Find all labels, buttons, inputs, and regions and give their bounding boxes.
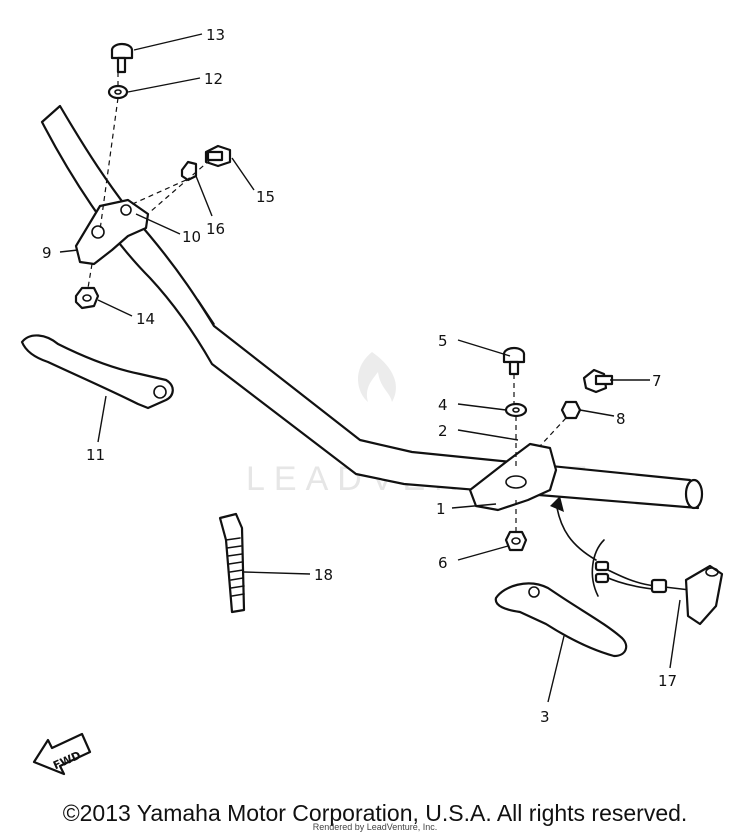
callout-11: 11: [86, 446, 105, 464]
callout-5: 5: [438, 332, 448, 350]
washer-12: [107, 84, 129, 100]
bolt-5: [502, 346, 526, 376]
callout-8: 8: [616, 410, 626, 428]
cable-band: [218, 512, 246, 614]
callout-18: 18: [314, 566, 333, 584]
bolt-15: [204, 144, 232, 168]
callout-3: 3: [540, 708, 550, 726]
nut-6: [504, 530, 528, 552]
callouts: 13 12 15 16 10 9 14 11 5 7 4 8 2 1 6 3 1…: [42, 26, 677, 726]
callout-15: 15: [256, 188, 275, 206]
callout-10: 10: [182, 228, 201, 246]
callout-16: 16: [206, 220, 225, 238]
callout-1: 1: [436, 500, 446, 518]
fwd-arrow-icon: FWD: [32, 732, 92, 776]
alignment-lines: [87, 72, 567, 532]
callout-9: 9: [42, 244, 52, 262]
callout-17: 17: [658, 672, 677, 690]
leader-lines: [59, 33, 681, 703]
callout-7: 7: [652, 372, 662, 390]
callout-12: 12: [204, 70, 223, 88]
nut-14: [74, 286, 100, 310]
left-lever: [20, 334, 174, 410]
callout-14: 14: [136, 310, 155, 328]
callout-4: 4: [438, 396, 448, 414]
copyright-notice: ©2013 Yamaha Motor Corporation, U.S.A. A…: [62, 800, 688, 826]
right-lever: [494, 582, 628, 658]
rendered-by-notice: Rendered by LeadVenture, Inc.: [312, 822, 438, 832]
callout-13: 13: [206, 26, 225, 44]
right-lever-holder: [468, 442, 558, 512]
callout-6: 6: [438, 554, 448, 572]
callout-2: 2: [438, 422, 448, 440]
switch-assembly: [594, 560, 724, 626]
left-handlebar-holder: [74, 198, 150, 266]
washer-4: [504, 402, 528, 418]
bolt-7: [582, 368, 614, 394]
nut-16: [180, 160, 198, 182]
cap-bolt-13: [110, 42, 134, 74]
handlebar: [40, 104, 704, 510]
nut-8: [560, 400, 582, 420]
assembly-arrow: [550, 496, 605, 597]
